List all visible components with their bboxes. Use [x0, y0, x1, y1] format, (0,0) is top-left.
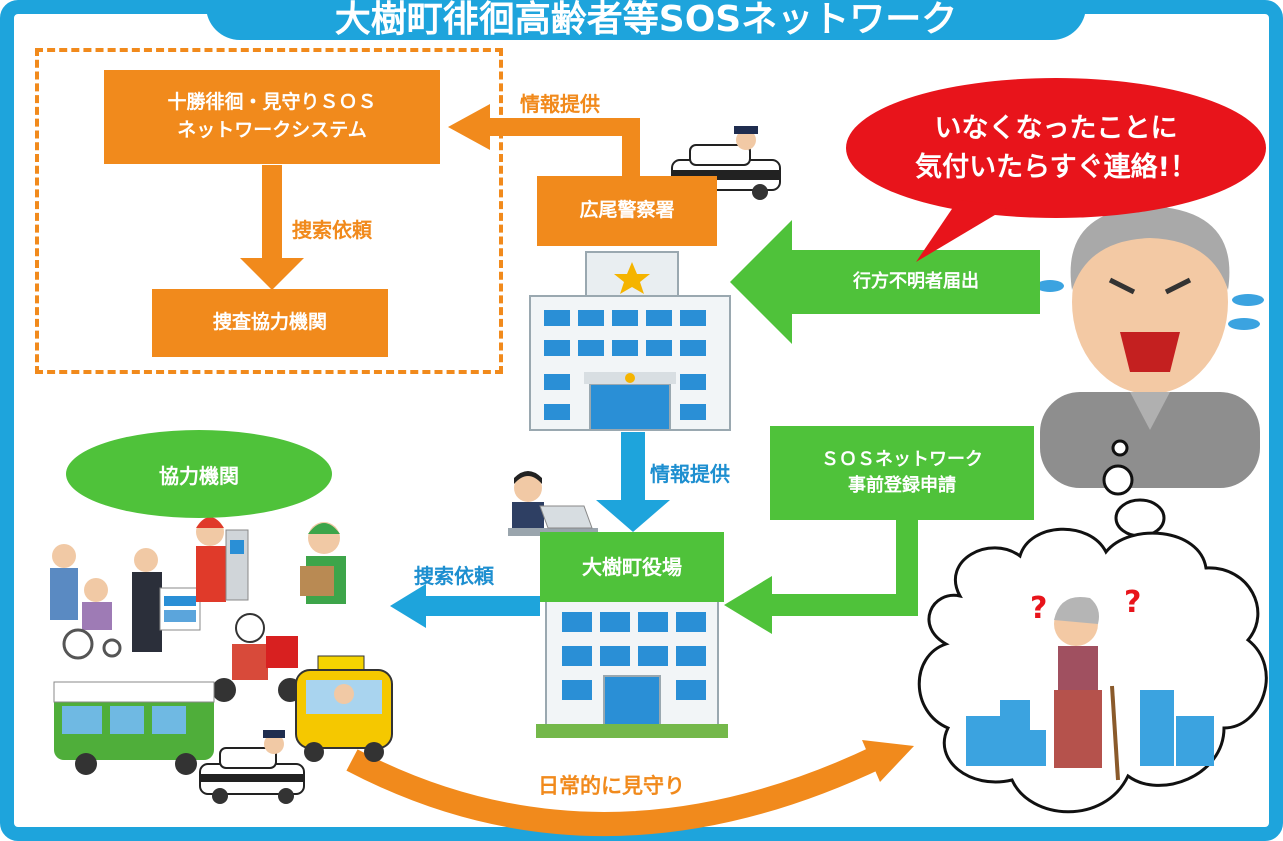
sos-system-group — [35, 48, 503, 374]
node-search-agencies: 捜査協力機関 — [152, 289, 388, 357]
businessman-icon — [132, 548, 162, 652]
diagram-title: 大樹町徘徊高齢者等SOSネットワーク — [206, 0, 1086, 40]
bank-building-icon — [159, 587, 201, 631]
node-sos-register-line2: 事前登録申請 — [848, 475, 956, 496]
arrow-info-to-system — [448, 104, 640, 178]
node-cooperating: 協力機関 — [66, 430, 332, 518]
node-sos-register-line1: ＳＯＳネットワーク — [821, 448, 983, 470]
delivery-worker-icon — [300, 522, 346, 604]
speech-balloon: いなくなったことに 気付いたらすぐ連絡!！ — [846, 78, 1266, 218]
caregiver-wheelchair-icon — [50, 544, 122, 660]
speech-line1: いなくなったことに — [934, 112, 1178, 144]
node-police: 広尾警察署 — [537, 176, 717, 246]
svg-text:?: ? — [1030, 591, 1047, 626]
node-missing-report: 行方不明者届出 — [792, 250, 1040, 314]
node-sos-system-line1: 十勝徘徊・見守りＳＯＳ — [167, 91, 377, 114]
taxi-icon — [295, 655, 393, 762]
elderly-man-illustration — [1036, 206, 1264, 488]
speech-line2: 気付いたらすぐ連絡!！ — [915, 152, 1197, 183]
town-office-building — [536, 597, 728, 738]
patrol-car-icon — [199, 730, 305, 804]
arrow-search-request-orange — [240, 165, 304, 290]
police-station-building — [529, 251, 731, 431]
scooter-delivery-icon — [212, 613, 302, 702]
arrow-search-request-blue — [390, 584, 540, 628]
bus-icon — [53, 681, 215, 775]
gas-station-worker-icon — [196, 517, 249, 602]
node-sos-register: ＳＯＳネットワーク 事前登録申請 — [770, 426, 1034, 520]
arrow-sos-register — [724, 520, 918, 634]
node-sos-system: 十勝徘徊・見守りＳＯＳ ネットワークシステム — [104, 70, 440, 164]
label-search-request-orange: 捜索依頼 — [292, 218, 372, 242]
thought-cloud: ? ? — [917, 527, 1268, 814]
label-search-request-blue: 捜索依頼 — [414, 564, 494, 588]
thought-bubbles — [1102, 439, 1166, 538]
label-info-to-system: 情報提供 — [520, 92, 600, 116]
label-daily-watch: 日常的に見守り — [538, 774, 685, 798]
node-town-office: 大樹町役場 — [540, 532, 724, 602]
arrow-info-to-town — [596, 432, 670, 532]
label-info-to-town: 情報提供 — [650, 462, 730, 486]
arrow-daily-watch — [346, 740, 914, 836]
node-sos-system-line2: ネットワークシステム — [177, 119, 367, 141]
svg-text:?: ? — [1124, 585, 1141, 620]
